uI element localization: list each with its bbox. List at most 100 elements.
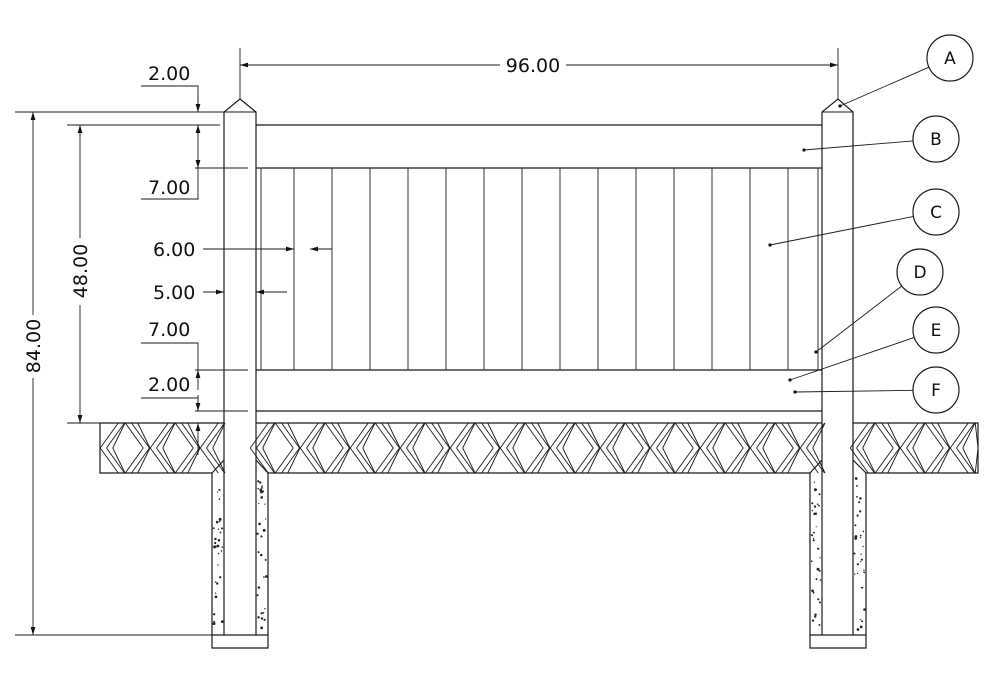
stipple-dot — [260, 535, 263, 538]
hatch-line — [512, 447, 526, 474]
hatch-line — [174, 422, 194, 449]
stipple-dot — [859, 497, 862, 500]
hatch-line — [887, 447, 901, 474]
hatch-line — [631, 422, 650, 449]
hatch-line — [649, 422, 669, 449]
hatch-line — [506, 447, 525, 474]
stipple-dot — [859, 625, 863, 629]
hatch-line — [499, 447, 519, 474]
stipple-dot — [811, 619, 815, 622]
hatch-line — [812, 447, 826, 474]
stipple-dot — [213, 545, 217, 549]
hatch-line — [756, 422, 775, 449]
callout-circle — [912, 306, 960, 354]
hatch-line — [456, 447, 475, 474]
hatch-line — [531, 422, 550, 449]
hatch-line — [581, 447, 600, 474]
stipple-dot — [217, 528, 220, 530]
callout-label: F — [931, 381, 941, 401]
stipple-dot — [856, 496, 858, 498]
stipple-dot — [213, 613, 216, 616]
hatch-line — [931, 422, 950, 449]
hatch-line — [737, 447, 751, 474]
footing-right — [809, 459, 867, 649]
stipple-dot — [853, 552, 856, 555]
hatch-line — [599, 447, 619, 474]
stipple-dot — [812, 537, 815, 540]
stipple-dot — [810, 534, 813, 537]
hatch-line — [762, 447, 776, 474]
leader-line — [803, 140, 914, 151]
hatch-line — [424, 447, 444, 474]
callout-circle — [912, 188, 960, 236]
hatch-line — [537, 447, 551, 474]
hatch-line — [431, 447, 450, 474]
hatch-line — [387, 447, 401, 474]
hatch-line — [287, 447, 301, 474]
callout-label: E — [931, 321, 942, 341]
hatch-line — [487, 447, 501, 474]
hatch-line — [649, 447, 669, 474]
stipple-dot — [260, 553, 263, 557]
hatch-line — [412, 422, 426, 449]
hatch-line — [881, 422, 900, 449]
stipple-dot — [819, 579, 822, 581]
leader-line — [769, 216, 914, 246]
stipple-dot — [260, 617, 264, 620]
hatch-line — [612, 422, 626, 449]
hatch-line — [949, 422, 969, 449]
hatch-line — [624, 447, 644, 474]
stipple-dot — [818, 569, 821, 572]
leader-line — [794, 389, 914, 393]
dim-panel-height: 48.00 — [70, 244, 92, 298]
hatch-line — [781, 447, 800, 474]
dim-post-width: 5.00 — [153, 282, 195, 304]
hatch-line — [449, 447, 469, 474]
hatch-line — [387, 422, 401, 449]
stipple-dot — [218, 488, 221, 491]
stipple-dot — [858, 501, 861, 504]
leader-bottom-rail — [141, 342, 199, 370]
stipple-dot — [264, 607, 266, 610]
stipple-dot — [861, 586, 864, 589]
hatch-line — [874, 422, 894, 449]
callout-c: C — [768, 188, 960, 247]
hatch-line — [374, 422, 394, 449]
stipple-dot — [816, 503, 819, 505]
hatch-line — [162, 447, 176, 474]
hatch-line — [312, 447, 326, 474]
stipple-dot — [264, 503, 266, 505]
stipple-dot — [854, 524, 857, 527]
hatch-line — [356, 422, 375, 449]
stipple-dot — [260, 612, 263, 615]
stipple-dot — [861, 620, 864, 623]
hatch-line — [474, 422, 494, 449]
hatch-line — [306, 422, 325, 449]
hatch-line — [431, 422, 450, 449]
stipple-dot — [813, 505, 817, 508]
hatch-line — [656, 447, 675, 474]
hatch-line — [637, 422, 651, 449]
hatch-line — [324, 422, 344, 449]
hatch-line — [512, 422, 526, 449]
hatch-line — [774, 447, 794, 474]
hatch-line — [762, 422, 776, 449]
stipple-dot — [264, 558, 267, 561]
stipple-dot — [859, 561, 862, 563]
hatch-line — [799, 447, 819, 474]
stipple-dot — [814, 615, 817, 618]
hatch-line — [581, 422, 600, 449]
stipple-dot — [220, 550, 223, 552]
hatch-line — [899, 422, 919, 449]
hatch-line — [574, 447, 594, 474]
stipple-dot — [815, 578, 818, 581]
hatch-line — [362, 422, 376, 449]
stipple-dot — [262, 528, 266, 532]
hatch-line — [274, 422, 294, 449]
hatch-line — [606, 447, 625, 474]
stipple-dot — [213, 620, 216, 623]
leader-line — [839, 66, 930, 107]
stipple-dot — [811, 502, 814, 505]
callout-label: D — [913, 263, 926, 283]
hatch-line — [937, 422, 951, 449]
